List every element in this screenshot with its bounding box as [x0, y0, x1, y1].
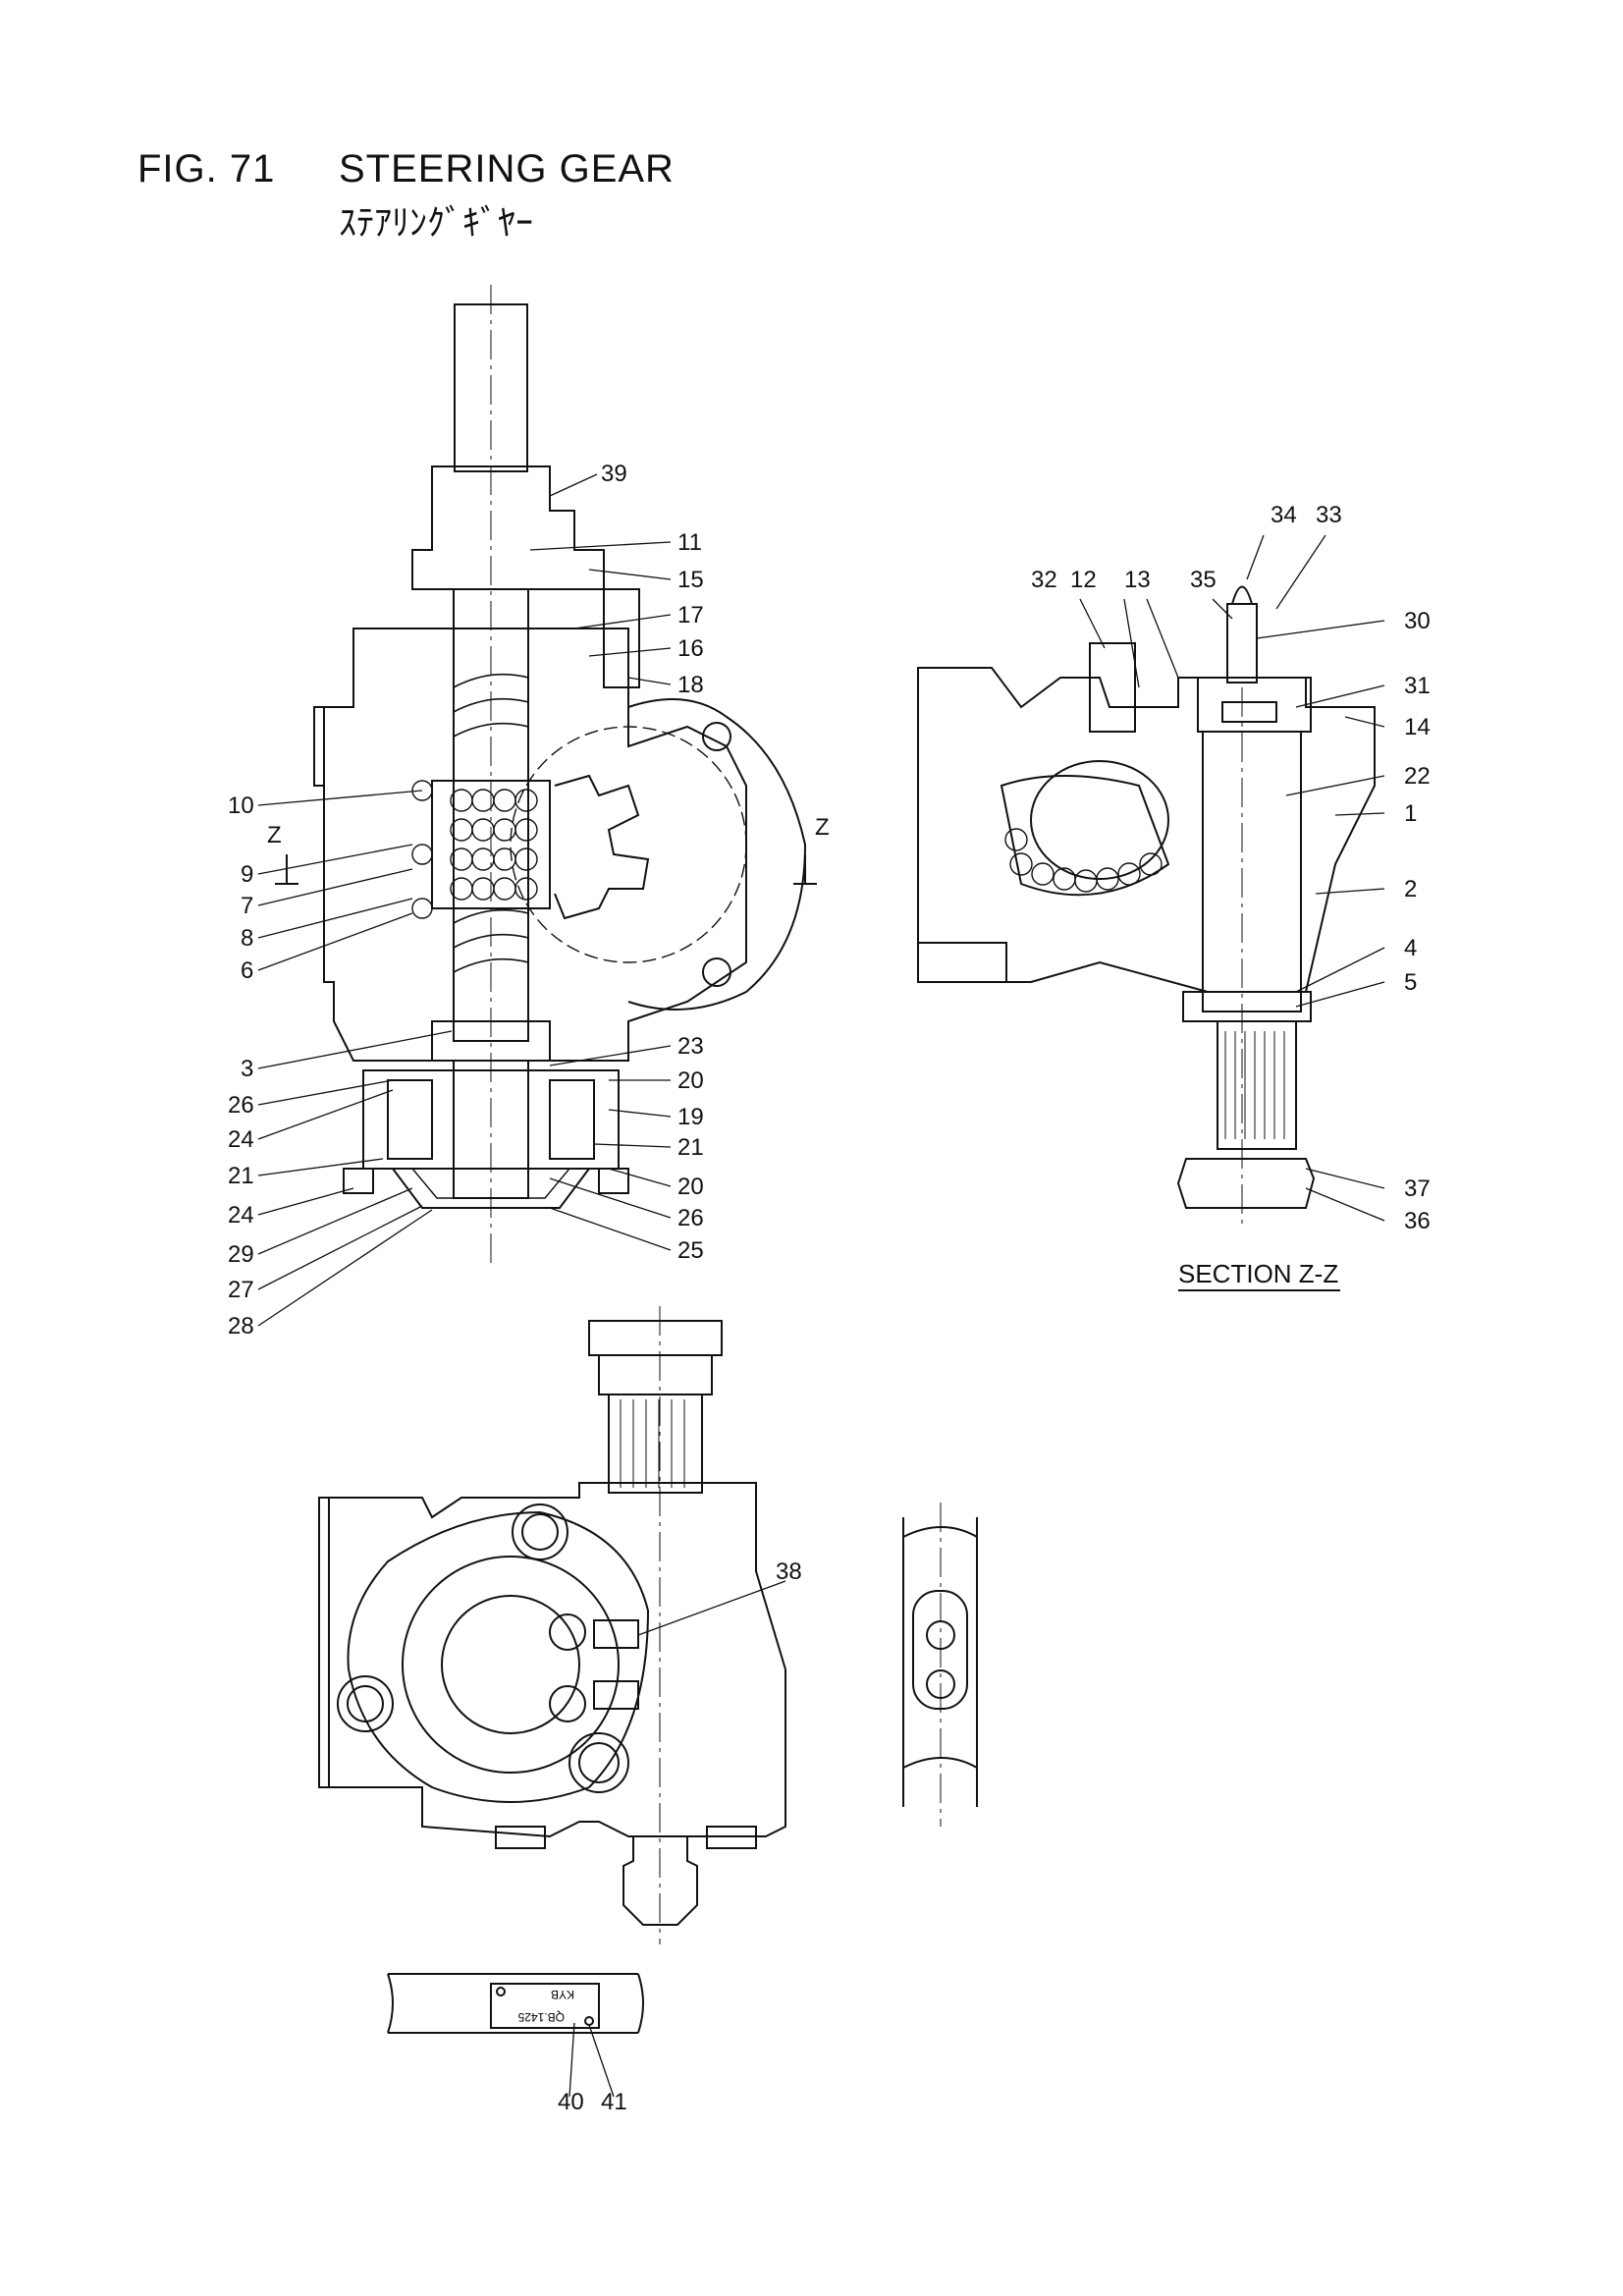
- callout-39: 39: [601, 461, 627, 487]
- callout-2: 2: [1404, 876, 1417, 902]
- callout-33: 33: [1316, 502, 1342, 528]
- callout-17: 17: [677, 602, 704, 629]
- callout-26-lower: 26: [677, 1205, 704, 1231]
- section-label: SECTION Z-Z: [1178, 1259, 1338, 1288]
- callout-16: 16: [677, 635, 704, 662]
- callout-8: 8: [241, 925, 253, 952]
- callout-4: 4: [1404, 935, 1417, 961]
- figure-number: FIG. 71: [137, 147, 276, 191]
- callout-31: 31: [1404, 673, 1431, 699]
- callout-27: 27: [228, 1277, 254, 1303]
- callout-15: 15: [677, 567, 704, 593]
- callout-25: 25: [677, 1237, 704, 1264]
- callout-26-upper: 26: [228, 1092, 254, 1119]
- callout-7: 7: [241, 893, 253, 919]
- section-mark-left: Z: [267, 822, 282, 848]
- nameplate-code: QB.1425: [517, 2010, 565, 2024]
- callout-14: 14: [1404, 714, 1431, 740]
- figure-subtitle-japanese: ｽﾃｱﾘﾝｸﾞｷﾞﾔｰ: [339, 202, 533, 243]
- callout-9: 9: [241, 861, 253, 888]
- callout-20-lower: 20: [677, 1174, 704, 1200]
- callout-18: 18: [677, 672, 704, 698]
- nameplate-view: [387, 1973, 644, 2098]
- callout-12: 12: [1070, 567, 1097, 593]
- callout-20-upper: 20: [677, 1067, 704, 1094]
- callout-19: 19: [677, 1104, 704, 1130]
- callout-32: 32: [1031, 567, 1057, 593]
- callout-21-left: 21: [228, 1163, 254, 1189]
- side-detail-view: [902, 1503, 978, 1827]
- callout-38: 38: [776, 1558, 802, 1585]
- section-mark-right: Z: [815, 814, 830, 841]
- main-section-view: [275, 285, 817, 1267]
- callout-37: 37: [1404, 1175, 1431, 1202]
- callout-10: 10: [228, 793, 254, 819]
- nameplate-maker: KYB: [551, 1988, 574, 2001]
- callout-24-upper: 24: [228, 1126, 254, 1153]
- callout-5: 5: [1404, 969, 1417, 996]
- section-z-z-view: [917, 585, 1376, 1228]
- figure-title: STEERING GEAR: [339, 147, 675, 191]
- callout-6: 6: [241, 957, 253, 984]
- callout-3: 3: [241, 1056, 253, 1082]
- callout-21-right: 21: [677, 1134, 704, 1161]
- exterior-view: [318, 1306, 786, 1944]
- callout-41: 41: [601, 2089, 627, 2115]
- callout-24-lower: 24: [228, 1202, 254, 1229]
- callout-29: 29: [228, 1241, 254, 1268]
- callout-40: 40: [558, 2089, 584, 2115]
- callout-22: 22: [1404, 763, 1431, 790]
- callout-1: 1: [1404, 800, 1417, 827]
- callout-34: 34: [1271, 502, 1297, 528]
- callout-28: 28: [228, 1313, 254, 1339]
- callout-36: 36: [1404, 1208, 1431, 1234]
- callout-13: 13: [1124, 567, 1151, 593]
- callout-30: 30: [1404, 608, 1431, 634]
- callout-35: 35: [1190, 567, 1217, 593]
- callout-11: 11: [677, 529, 702, 556]
- callout-23: 23: [677, 1033, 704, 1060]
